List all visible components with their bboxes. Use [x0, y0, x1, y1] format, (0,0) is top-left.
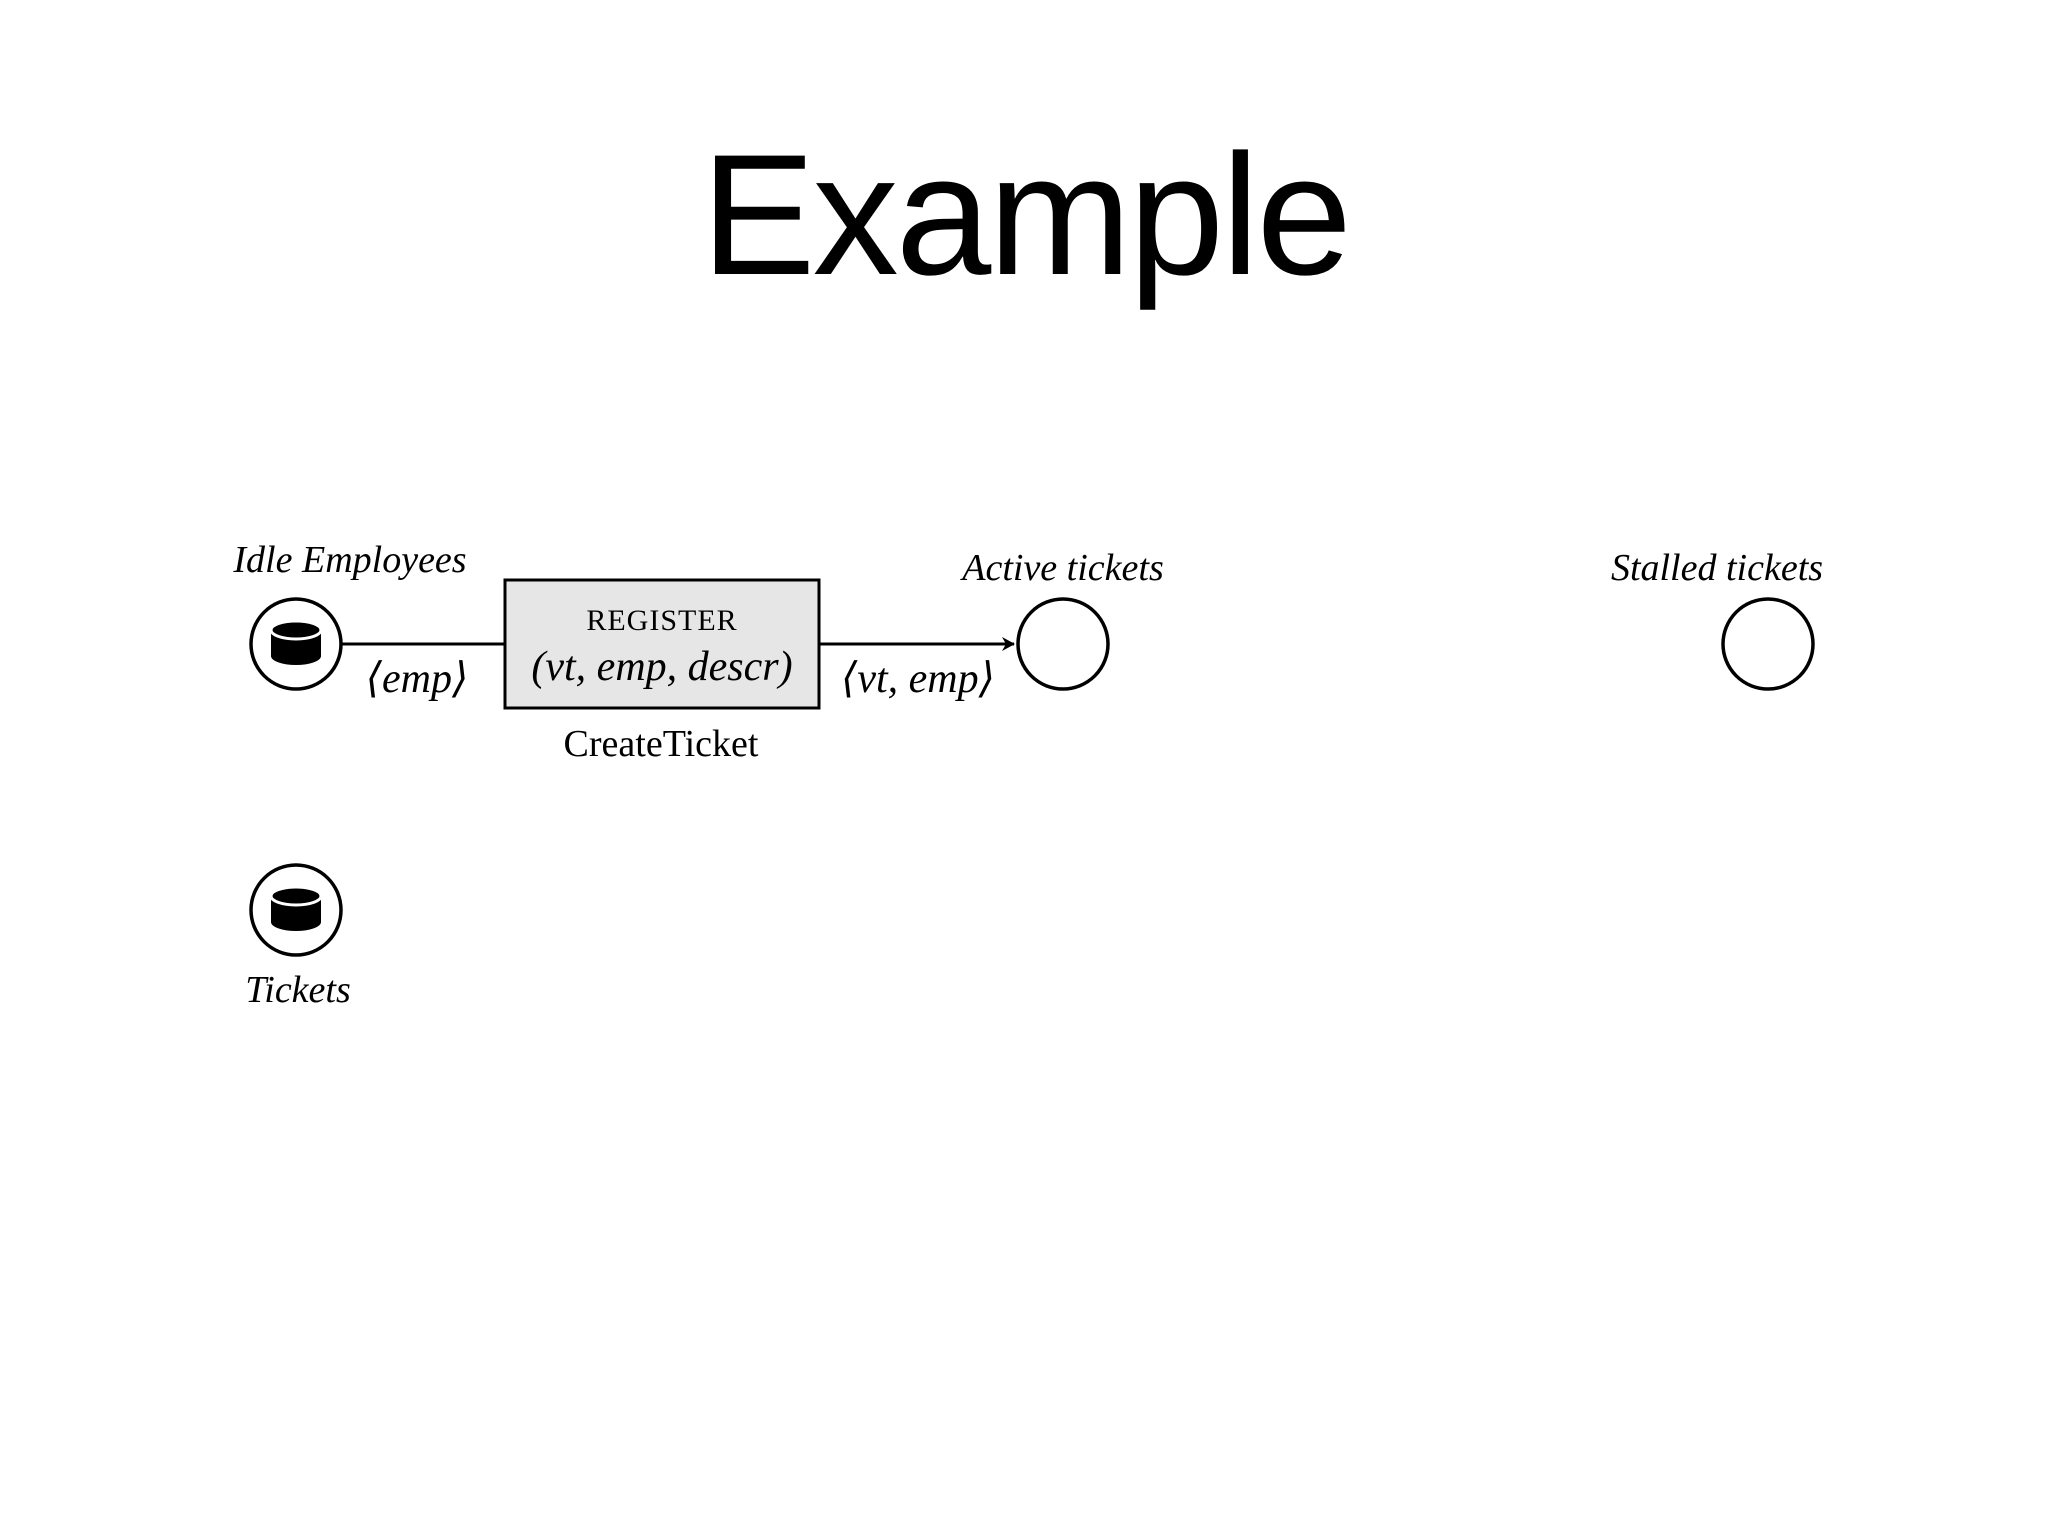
- transition-create-ticket: [503, 578, 821, 710]
- transition-name: CreateTicket: [564, 723, 759, 765]
- place-label-stalled-tickets: Stalled tickets: [1611, 547, 1823, 589]
- slide-title: Example: [701, 119, 1349, 311]
- transition-action: REGISTER: [586, 604, 737, 637]
- place-label-idle-employees: Idle Employees: [232, 539, 466, 581]
- arc-label-out: ⟨νt, emp⟩: [841, 656, 995, 702]
- arc-label-in: ⟨emp⟩: [366, 656, 469, 702]
- place-tickets: [249, 863, 343, 957]
- place-stalled-tickets: [1721, 597, 1815, 691]
- database-icon: [269, 619, 323, 665]
- database-icon: [269, 885, 323, 931]
- place-active-tickets: [1016, 597, 1110, 691]
- transition-params: (νt, emp, descr): [531, 644, 792, 690]
- place-label-active-tickets: Active tickets: [959, 547, 1164, 589]
- place-label-tickets: Tickets: [245, 969, 351, 1011]
- place-idle-employees: [249, 597, 343, 691]
